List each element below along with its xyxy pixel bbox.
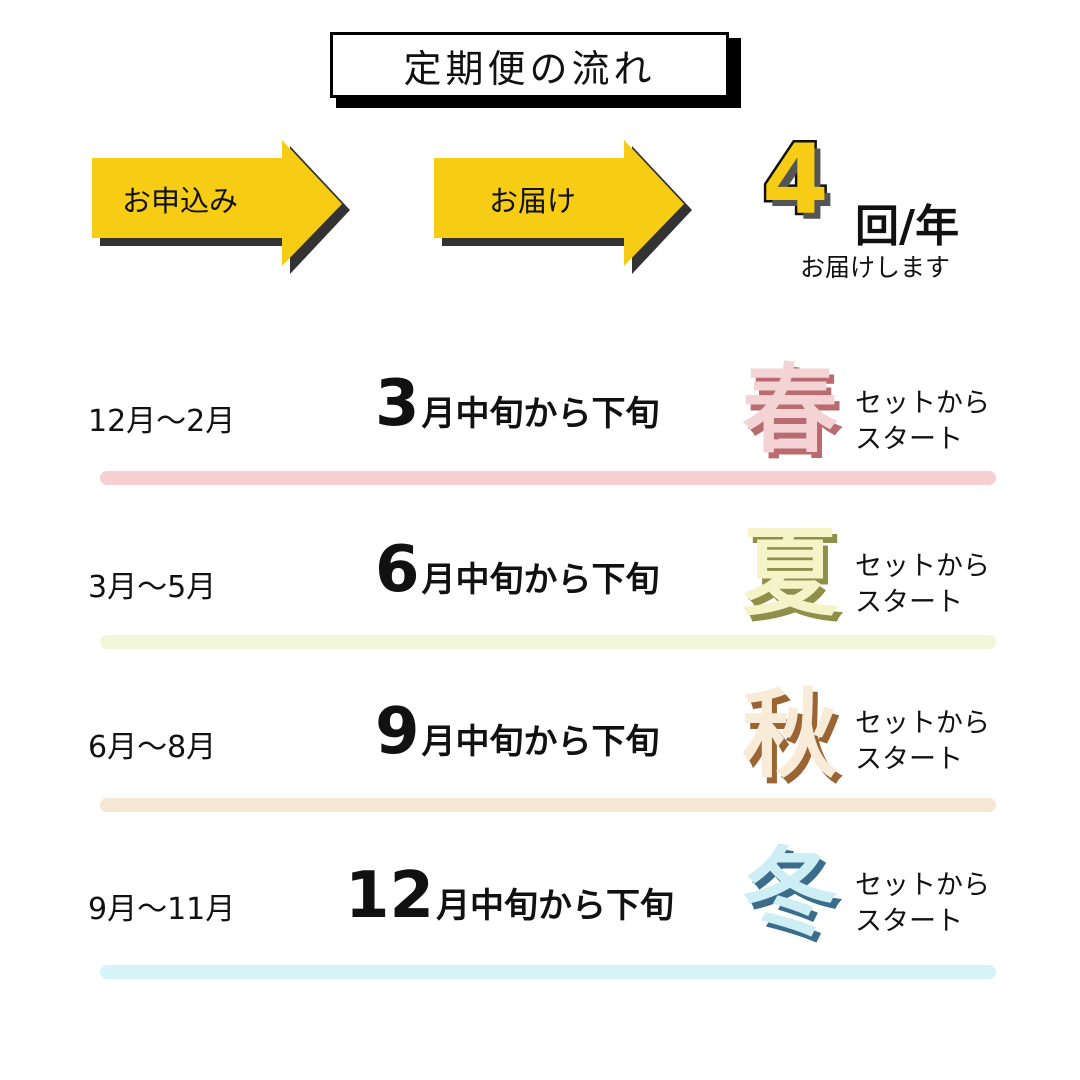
delivery-text: 月中旬から下旬	[421, 394, 660, 434]
row-order-range: 6月〜8月	[88, 730, 217, 765]
flow-arrow-apply: お申込み	[92, 140, 362, 275]
delivery-month: 6	[375, 533, 420, 607]
flow-arrow-delivery: お届け	[434, 140, 704, 275]
row-delivery-period: 3 月中旬から下旬	[375, 372, 660, 436]
note-line-1: セットから	[855, 551, 990, 582]
note-line-1: セットから	[855, 708, 990, 739]
flow-step-apply: お申込み	[122, 184, 239, 218]
note-line-1: セットから	[855, 870, 990, 901]
season-badge-winter: 冬	[735, 838, 845, 948]
season-badge-summer: 夏	[735, 518, 845, 628]
frequency-number: 4	[760, 124, 832, 236]
frequency-note: お届けします	[800, 253, 951, 282]
row-start-note: セットから スタート	[855, 868, 990, 940]
delivery-text: 月中旬から下旬	[421, 560, 660, 600]
page-title: 定期便の流れ	[330, 32, 729, 98]
season-label: 秋	[742, 679, 838, 791]
divider-bar-winter	[100, 965, 996, 979]
delivery-text: 月中旬から下旬	[436, 886, 675, 926]
delivery-month: 9	[375, 695, 420, 769]
frequency-unit: 回/年	[855, 201, 960, 252]
flow-step-delivery: お届け	[489, 184, 577, 218]
delivery-month: 12	[345, 859, 435, 933]
row-start-note: セットから スタート	[855, 549, 990, 621]
note-line-2: スタート	[855, 424, 963, 455]
row-delivery-period: 6 月中旬から下旬	[375, 538, 660, 602]
row-delivery-period: 9 月中旬から下旬	[375, 700, 660, 764]
row-start-note: セットから スタート	[855, 706, 990, 778]
season-badge-spring: 春	[735, 355, 845, 465]
arrow-right-icon	[434, 140, 692, 274]
divider-bar-summer	[100, 635, 996, 649]
row-delivery-period: 12 月中旬から下旬	[345, 864, 674, 928]
season-label: 冬	[742, 837, 838, 949]
season-badge-autumn: 秋	[735, 680, 845, 790]
season-label: 夏	[742, 517, 838, 629]
row-order-range: 3月〜5月	[88, 570, 217, 605]
divider-bar-autumn	[100, 798, 996, 812]
row-start-note: セットから スタート	[855, 386, 990, 458]
season-label: 春	[742, 354, 838, 466]
row-order-range: 9月〜11月	[88, 892, 236, 927]
delivery-text: 月中旬から下旬	[421, 722, 660, 762]
divider-bar-spring	[100, 471, 996, 485]
note-line-2: スタート	[855, 906, 963, 937]
row-order-range: 12月〜2月	[88, 404, 236, 439]
note-line-2: スタート	[855, 587, 963, 618]
delivery-month: 3	[375, 367, 420, 441]
arrow-right-icon	[92, 140, 350, 274]
note-line-2: スタート	[855, 744, 963, 775]
note-line-1: セットから	[855, 388, 990, 419]
